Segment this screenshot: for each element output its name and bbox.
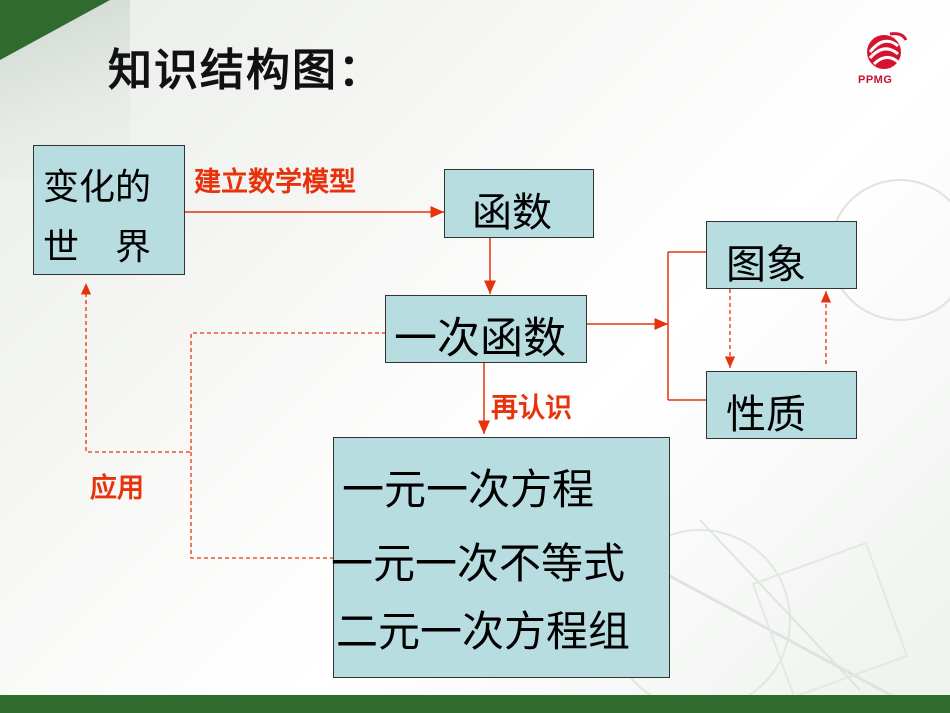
- list-item: 一元一次不等式: [331, 539, 626, 588]
- world-line-1: 变化的: [43, 167, 152, 208]
- label-apply: 应用: [90, 473, 144, 504]
- list-item: 一元一次方程: [342, 465, 595, 514]
- world-box: 变化的 世 界: [33, 145, 185, 275]
- footer-bar: [0, 695, 950, 713]
- arrow-apply: [80, 283, 386, 453]
- function-box: 函数: [444, 169, 594, 238]
- equations-box: [333, 437, 670, 678]
- linear-function-label: 一次函数: [394, 314, 566, 364]
- image-box: 图象: [706, 221, 857, 289]
- image-label: 图象: [726, 242, 806, 288]
- corner-triangle: [0, 0, 110, 60]
- function-label: 函数: [472, 190, 552, 236]
- world-line-2: 世 界: [43, 227, 152, 268]
- property-label: 性质: [726, 392, 806, 438]
- label-build-model: 建立数学模型: [194, 167, 356, 198]
- label-recognize: 再认识: [491, 393, 572, 424]
- property-box: 性质: [706, 371, 857, 439]
- logo-text: PPMG: [858, 74, 893, 86]
- list-item: 二元一次方程组: [336, 607, 631, 656]
- ppmg-logo-icon: [867, 32, 908, 69]
- linear-function-box: 一次函数: [385, 295, 587, 364]
- apply-link-list: [190, 452, 333, 559]
- page-title: 知识结构图：: [108, 45, 384, 96]
